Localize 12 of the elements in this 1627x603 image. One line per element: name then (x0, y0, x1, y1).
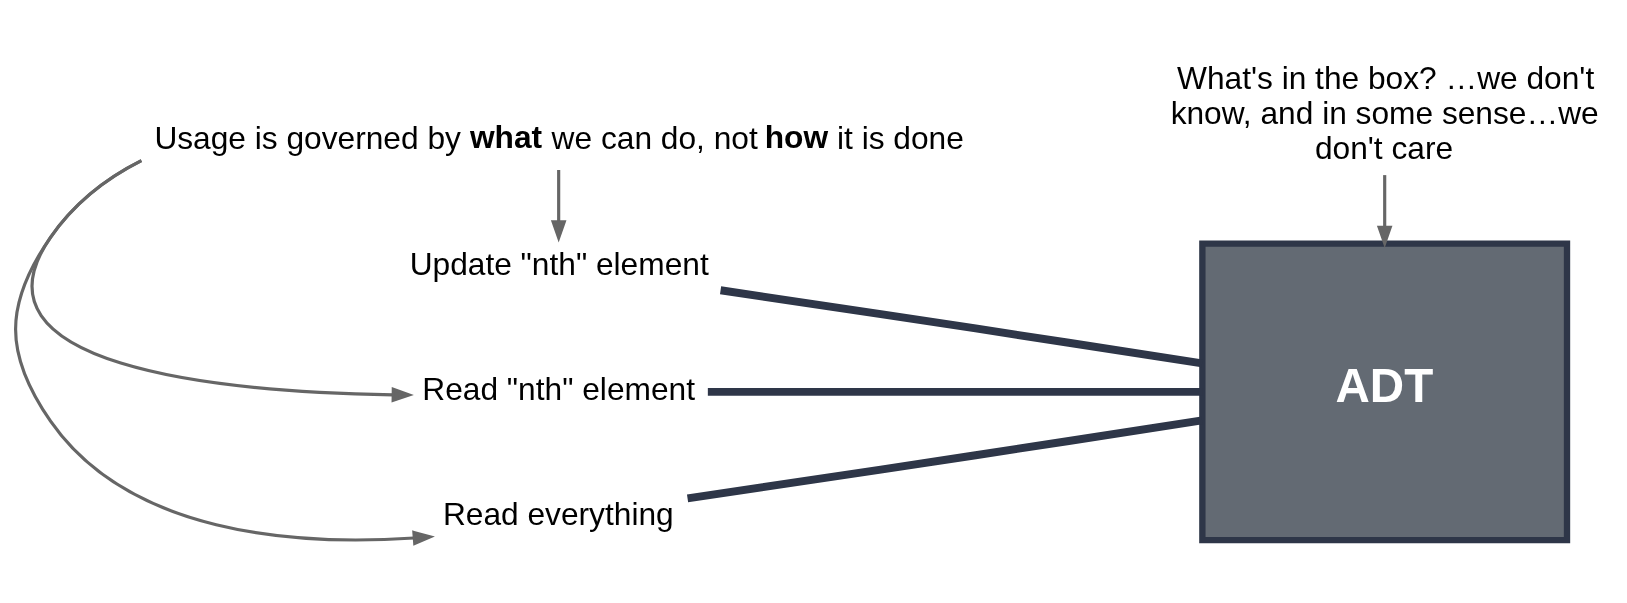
node-box: ADT (1199, 240, 1571, 544)
connector (686, 416, 1203, 503)
arrow (550, 170, 567, 243)
node-text: Read "nth" element (422, 370, 695, 407)
node-text: What's in the box? …we don't know, and in some sense…we don't care (1170, 60, 1599, 166)
arrow (31, 159, 414, 403)
node-text: Read everything (442, 496, 674, 533)
node-text: Update "nth" element (409, 245, 709, 282)
arrow (14, 159, 435, 546)
arrow (1376, 175, 1393, 248)
node-text: Usage is governed by what we can do, not how it is done (154, 118, 964, 157)
connector (719, 286, 1203, 368)
